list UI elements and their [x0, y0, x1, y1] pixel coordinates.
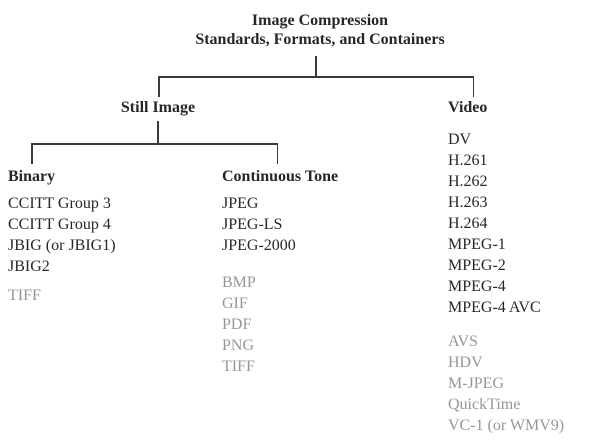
- continuous-legacy-item: PDF: [222, 316, 252, 333]
- binary-standard-item: CCITT Group 4: [8, 216, 111, 233]
- node-video: Video: [448, 99, 488, 116]
- video-standard-item: MPEG-2: [448, 257, 506, 274]
- video-legacy-item: VC-1 (or WMV9): [448, 417, 565, 434]
- video-legacy-item: M-JPEG: [448, 375, 505, 392]
- video-list: DV H.261 H.262 H.263 H.264 MPEG-1 MPEG-2…: [448, 129, 564, 436]
- node-still-image: Still Image: [120, 99, 196, 116]
- title-line-2: Standards, Formats, and Containers: [195, 31, 445, 48]
- connector-still-image-stem: [157, 121, 159, 143]
- video-standard-item: MPEG-1: [448, 236, 506, 253]
- video-standard-item: H.264: [448, 215, 488, 232]
- continuous-legacy-item: BMP: [222, 274, 256, 291]
- continuous-legacy-item: PNG: [222, 337, 255, 354]
- video-standard-item: MPEG-4 AVC: [448, 299, 541, 316]
- connector-binary-drop: [31, 143, 33, 164]
- video-standard-item: H.262: [448, 173, 488, 190]
- node-binary: Binary: [8, 168, 56, 185]
- continuous-legacy-item: TIFF: [222, 358, 255, 375]
- binary-standard-item: JBIG (or JBIG1): [8, 237, 116, 254]
- video-standard-item: H.263: [448, 194, 488, 211]
- continuous-standard-item: JPEG-2000: [222, 237, 296, 254]
- binary-legacy-item: TIFF: [8, 287, 41, 304]
- video-standard-item: MPEG-4: [448, 278, 506, 295]
- connector-level1-bar: [158, 76, 474, 78]
- connector-still-image-drop: [158, 76, 160, 97]
- title-line-1: Image Compression: [251, 12, 389, 29]
- connector-continuous-tone-drop: [276, 143, 278, 164]
- video-legacy-item: AVS: [448, 333, 478, 350]
- continuous-standard-item: JPEG: [222, 195, 259, 212]
- connector-title-stem: [315, 56, 317, 76]
- continuous-tone-list: JPEG JPEG-LS JPEG-2000 BMP GIF PDF PNG T…: [222, 193, 296, 377]
- connector-video-drop: [472, 76, 474, 97]
- video-standard-item: DV: [448, 131, 472, 148]
- continuous-standard-item: JPEG-LS: [222, 216, 283, 233]
- video-legacy-item: HDV: [448, 354, 483, 371]
- connector-level2-bar: [31, 143, 278, 145]
- video-standard-item: H.261: [448, 152, 488, 169]
- continuous-legacy-item: GIF: [222, 295, 248, 312]
- diagram-title: Image Compression Standards, Formats, an…: [120, 11, 520, 49]
- binary-list: CCITT Group 3 CCITT Group 4 JBIG (or JBI…: [8, 193, 116, 306]
- node-continuous-tone: Continuous Tone: [222, 168, 339, 185]
- binary-standard-item: CCITT Group 3: [8, 195, 111, 212]
- video-legacy-item: QuickTime: [448, 396, 521, 413]
- binary-standard-item: JBIG2: [8, 258, 50, 275]
